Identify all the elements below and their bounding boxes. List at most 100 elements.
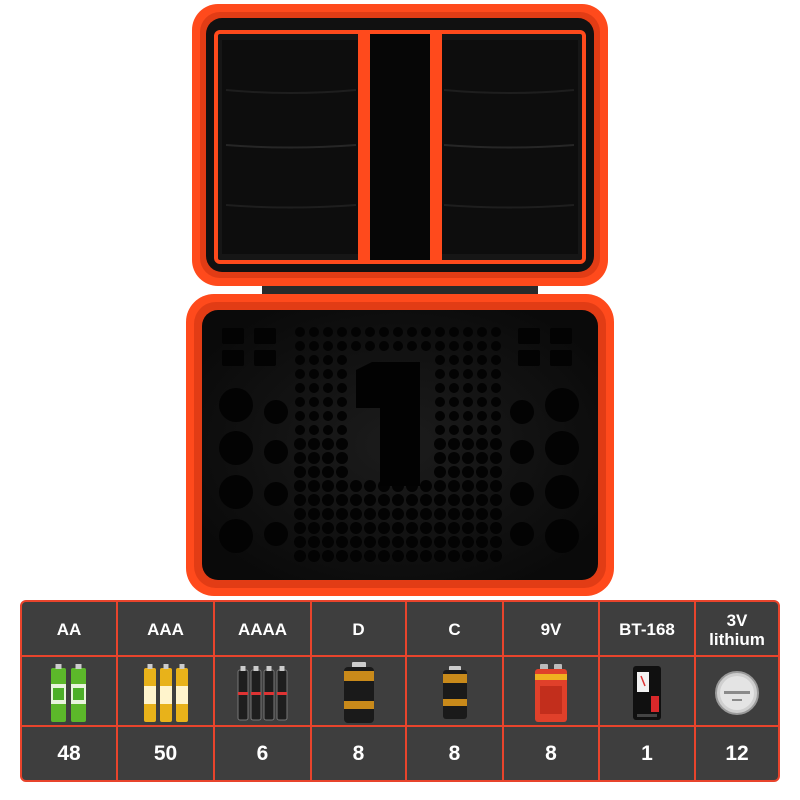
foam-hole	[350, 494, 362, 506]
foam-hole	[462, 466, 474, 478]
foam-hole	[337, 411, 347, 421]
battery-case-image	[186, 4, 614, 596]
aaa-battery-cell	[118, 657, 215, 727]
foam-hole	[462, 508, 474, 520]
foam-hole	[448, 536, 460, 548]
foam-hole	[510, 400, 534, 424]
foam-hole	[294, 550, 306, 562]
foam-hole	[322, 494, 334, 506]
foam-hole	[295, 369, 305, 379]
foam-cutouts	[219, 327, 579, 562]
foam-hole	[406, 494, 418, 506]
foam-hole	[420, 494, 432, 506]
foam-slot	[518, 350, 540, 366]
foam-hole	[491, 425, 501, 435]
foam-slot	[222, 328, 244, 344]
foam-hole	[219, 475, 253, 509]
foam-hole	[476, 452, 488, 464]
foam-hole	[379, 327, 389, 337]
foam-hole	[490, 522, 502, 534]
foam-hole	[462, 438, 474, 450]
foam-hole	[337, 369, 347, 379]
foam-hole	[219, 431, 253, 465]
foam-hole	[336, 480, 348, 492]
foam-hole	[322, 508, 334, 520]
foam-hole	[490, 536, 502, 548]
foam-slot	[550, 328, 572, 344]
foam-hole	[337, 397, 347, 407]
foam-hole	[434, 494, 446, 506]
foam-hole	[448, 466, 460, 478]
foam-hole	[309, 341, 319, 351]
foam-hole	[449, 327, 459, 337]
foam-hole	[420, 522, 432, 534]
foam-hole	[309, 383, 319, 393]
foam-hole	[491, 327, 501, 337]
foam-hole	[308, 438, 320, 450]
foam-hole	[336, 438, 348, 450]
foam-hole	[406, 522, 418, 534]
foam-hole	[448, 438, 460, 450]
d-battery-icon	[343, 662, 374, 723]
foam-hole	[476, 536, 488, 548]
type-bt168: BT-168	[600, 602, 696, 657]
foam-hole	[449, 355, 459, 365]
foam-hole	[407, 341, 417, 351]
foam-hole	[477, 411, 487, 421]
foam-hole	[350, 536, 362, 548]
foam-hole	[448, 508, 460, 520]
foam-hole	[309, 397, 319, 407]
foam-hole	[462, 452, 474, 464]
foam-hole	[364, 508, 376, 520]
foam-hole	[491, 397, 501, 407]
foam-hole	[476, 508, 488, 520]
foam-hole	[490, 480, 502, 492]
foam-hole	[463, 369, 473, 379]
foam-hole	[491, 355, 501, 365]
foam-hole	[406, 550, 418, 562]
foam-hole	[435, 383, 445, 393]
type-aa: AA	[22, 602, 118, 657]
c-battery-icon	[442, 666, 467, 719]
foam-hole	[309, 355, 319, 365]
aa-battery-icon	[51, 664, 86, 722]
foam-hole	[421, 341, 431, 351]
foam-hole	[294, 494, 306, 506]
foam-hole	[421, 327, 431, 337]
foam-hole	[336, 508, 348, 520]
table-divider-top	[22, 655, 778, 657]
foam-hole	[477, 355, 487, 365]
foam-hole	[379, 341, 389, 351]
foam-hole	[463, 397, 473, 407]
aaaa-battery-icon	[237, 666, 287, 721]
foam-hole	[490, 494, 502, 506]
foam-hole	[448, 550, 460, 562]
foam-hole	[477, 341, 487, 351]
foam-hole	[476, 480, 488, 492]
foam-hole	[462, 494, 474, 506]
foam-hole	[322, 522, 334, 534]
foam-hole	[435, 397, 445, 407]
foam-hole	[364, 522, 376, 534]
foam-hole	[490, 550, 502, 562]
type-d: D	[312, 602, 407, 657]
foam-hole	[491, 369, 501, 379]
foam-hole	[463, 341, 473, 351]
foam-hole	[434, 522, 446, 534]
foam-hole	[393, 327, 403, 337]
foam-hole	[294, 536, 306, 548]
foam-hole	[336, 452, 348, 464]
foam-hole	[510, 522, 534, 546]
foam-hole	[336, 466, 348, 478]
foam-hole	[294, 452, 306, 464]
foam-hole	[476, 550, 488, 562]
foam-hole	[378, 508, 390, 520]
foam-hole	[463, 355, 473, 365]
foam-hole	[463, 411, 473, 421]
aaa-battery-icon	[143, 664, 188, 722]
foam-hole	[295, 383, 305, 393]
foam-hole	[308, 550, 320, 562]
foam-hole	[350, 480, 362, 492]
foam-hole	[435, 341, 445, 351]
